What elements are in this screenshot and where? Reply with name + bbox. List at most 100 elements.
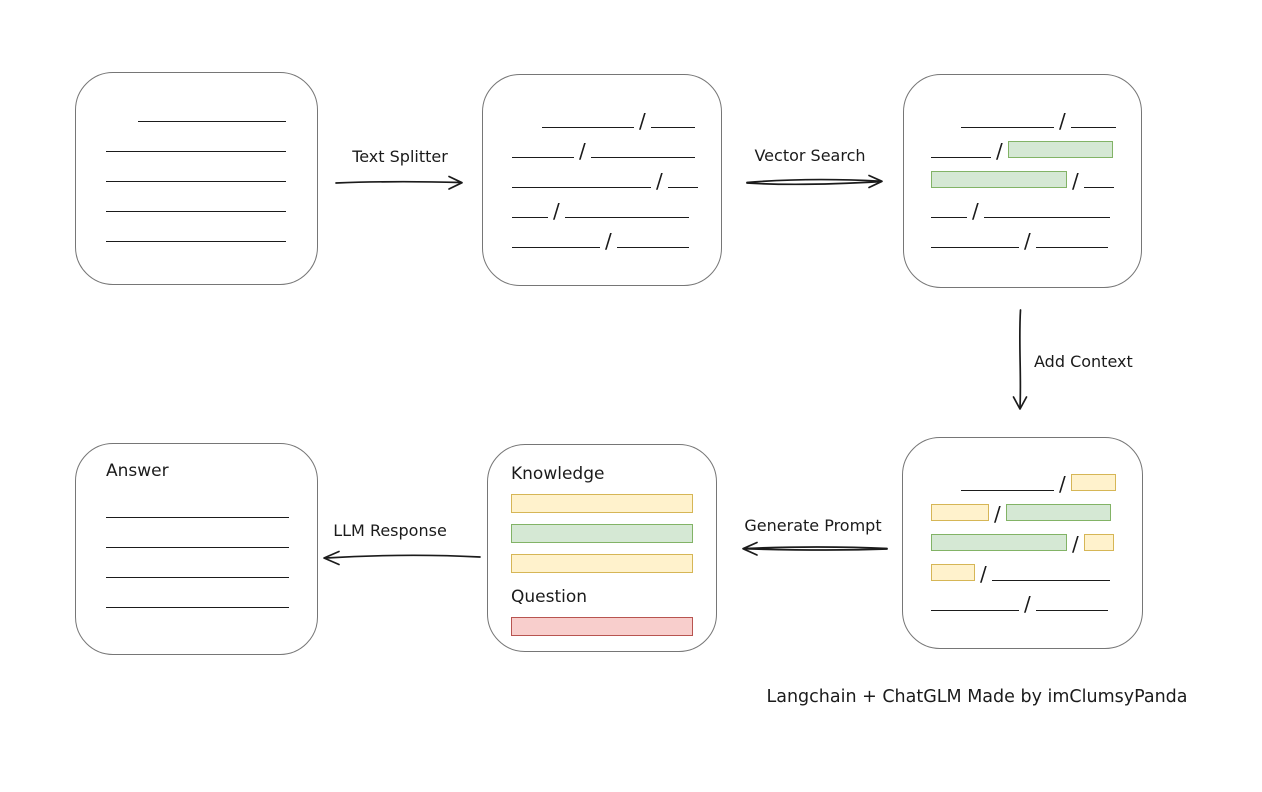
- slash-separator: /: [1072, 532, 1079, 556]
- knowledge-heading: Knowledge: [511, 464, 605, 484]
- vector-search-label: Vector Search: [754, 146, 866, 165]
- text-line: [1070, 127, 1116, 128]
- text-splitter-arrow-icon: [335, 175, 463, 190]
- slash-separator: /: [972, 199, 979, 223]
- chunk-row: /: [931, 461, 1142, 496]
- answer-heading: Answer: [106, 461, 169, 481]
- green-bar: [511, 524, 693, 543]
- text-line: [931, 247, 1019, 248]
- slash-separator: /: [1059, 472, 1066, 496]
- chunk-row: /: [931, 551, 1142, 586]
- retrieved-chunks-node: /////: [903, 74, 1142, 288]
- slash-separator: /: [605, 229, 612, 253]
- yellow-chunk: [1070, 474, 1116, 491]
- chunk-row: /: [931, 128, 1141, 163]
- text-line: [1083, 187, 1114, 188]
- text-line: [106, 241, 286, 242]
- caption: Langchain + ChatGLM Made by imClumsyPand…: [766, 687, 1188, 707]
- question-heading: Question: [511, 587, 588, 607]
- text-line-row: [106, 152, 317, 182]
- slash-separator: /: [980, 562, 987, 586]
- slash-separator: /: [579, 139, 586, 163]
- chunk-row: /: [512, 128, 721, 163]
- answer-lines: [106, 488, 317, 608]
- text-line-row: [106, 212, 317, 242]
- chunk-row: /: [931, 521, 1142, 556]
- text-line: [138, 121, 286, 122]
- text-line-row: [106, 92, 317, 122]
- green-chunk: [1007, 141, 1113, 158]
- text-line: [542, 127, 634, 128]
- text-line-row: [106, 578, 317, 608]
- text-line: [106, 517, 289, 518]
- text-line: [1035, 247, 1108, 248]
- text-line: [512, 217, 548, 218]
- text-line: [961, 127, 1054, 128]
- add-context-label: Add Context: [1034, 352, 1133, 371]
- split-chunks-node: / / / / /: [482, 74, 722, 286]
- context-chunk-rows: / / / / /: [903, 438, 1142, 616]
- chunk-row: /: [931, 158, 1141, 191]
- question-bars: [511, 617, 693, 636]
- slash-separator: /: [994, 502, 1001, 526]
- answer-content: Answer: [76, 444, 317, 608]
- add-context-arrow-icon: [1012, 309, 1028, 410]
- green-chunk: [931, 171, 1067, 188]
- text-line: [616, 247, 689, 248]
- vector-search-arrow-icon: [746, 174, 883, 189]
- text-line: [931, 217, 967, 218]
- chunk-row: /: [931, 218, 1141, 253]
- text-line: [931, 157, 991, 158]
- text-line-row: [106, 548, 317, 578]
- chunk-row: /: [512, 158, 721, 193]
- knowledge-bars: [511, 494, 693, 573]
- prompt-node: Knowledge Question: [487, 444, 717, 652]
- text-line: [512, 187, 651, 188]
- chunk-row: /: [512, 188, 721, 223]
- text-line: [106, 577, 289, 578]
- chunk-row: /: [931, 98, 1141, 133]
- llm-response-arrow-icon: [323, 550, 481, 566]
- text-line-row: [106, 122, 317, 152]
- slash-separator: /: [656, 169, 663, 193]
- slash-separator: /: [1024, 229, 1031, 253]
- document-lines: [76, 73, 317, 242]
- chunk-row: /: [931, 491, 1142, 526]
- text-line: [512, 247, 600, 248]
- text-line-row: [106, 488, 317, 518]
- red-bar: [511, 617, 693, 636]
- text-line-row: [106, 182, 317, 212]
- text-line: [961, 490, 1054, 491]
- text-splitter-label: Text Splitter: [352, 147, 448, 166]
- yellow-chunk: [931, 504, 989, 521]
- generate-prompt-arrow-icon: [742, 541, 888, 556]
- chunk-row: /: [931, 188, 1141, 223]
- text-line: [564, 217, 689, 218]
- chunk-row: /: [512, 98, 721, 131]
- yellow-bar: [511, 494, 693, 513]
- yellow-bar: [511, 554, 693, 573]
- text-line: [106, 607, 289, 608]
- slash-separator: /: [553, 199, 560, 223]
- slash-separator: /: [1024, 592, 1031, 616]
- text-line-row: [106, 518, 317, 548]
- yellow-chunk: [1083, 534, 1114, 551]
- text-line: [106, 211, 286, 212]
- context-chunks-node: / / / / /: [902, 437, 1143, 649]
- text-line: [650, 127, 695, 128]
- text-line: [590, 157, 695, 158]
- split-chunk-rows: / / / / /: [483, 75, 721, 253]
- answer-node: Answer: [75, 443, 318, 655]
- text-line: [106, 547, 289, 548]
- green-chunk: [1005, 504, 1111, 521]
- text-line: [106, 181, 286, 182]
- source-document-node: [75, 72, 318, 285]
- text-line: [983, 217, 1110, 218]
- yellow-chunk: [931, 564, 975, 581]
- prompt-content: Knowledge Question: [488, 445, 716, 636]
- generate-prompt-label: Generate Prompt: [744, 516, 882, 535]
- slash-separator: /: [996, 139, 1003, 163]
- text-line: [991, 580, 1110, 581]
- slash-separator: /: [1059, 109, 1066, 133]
